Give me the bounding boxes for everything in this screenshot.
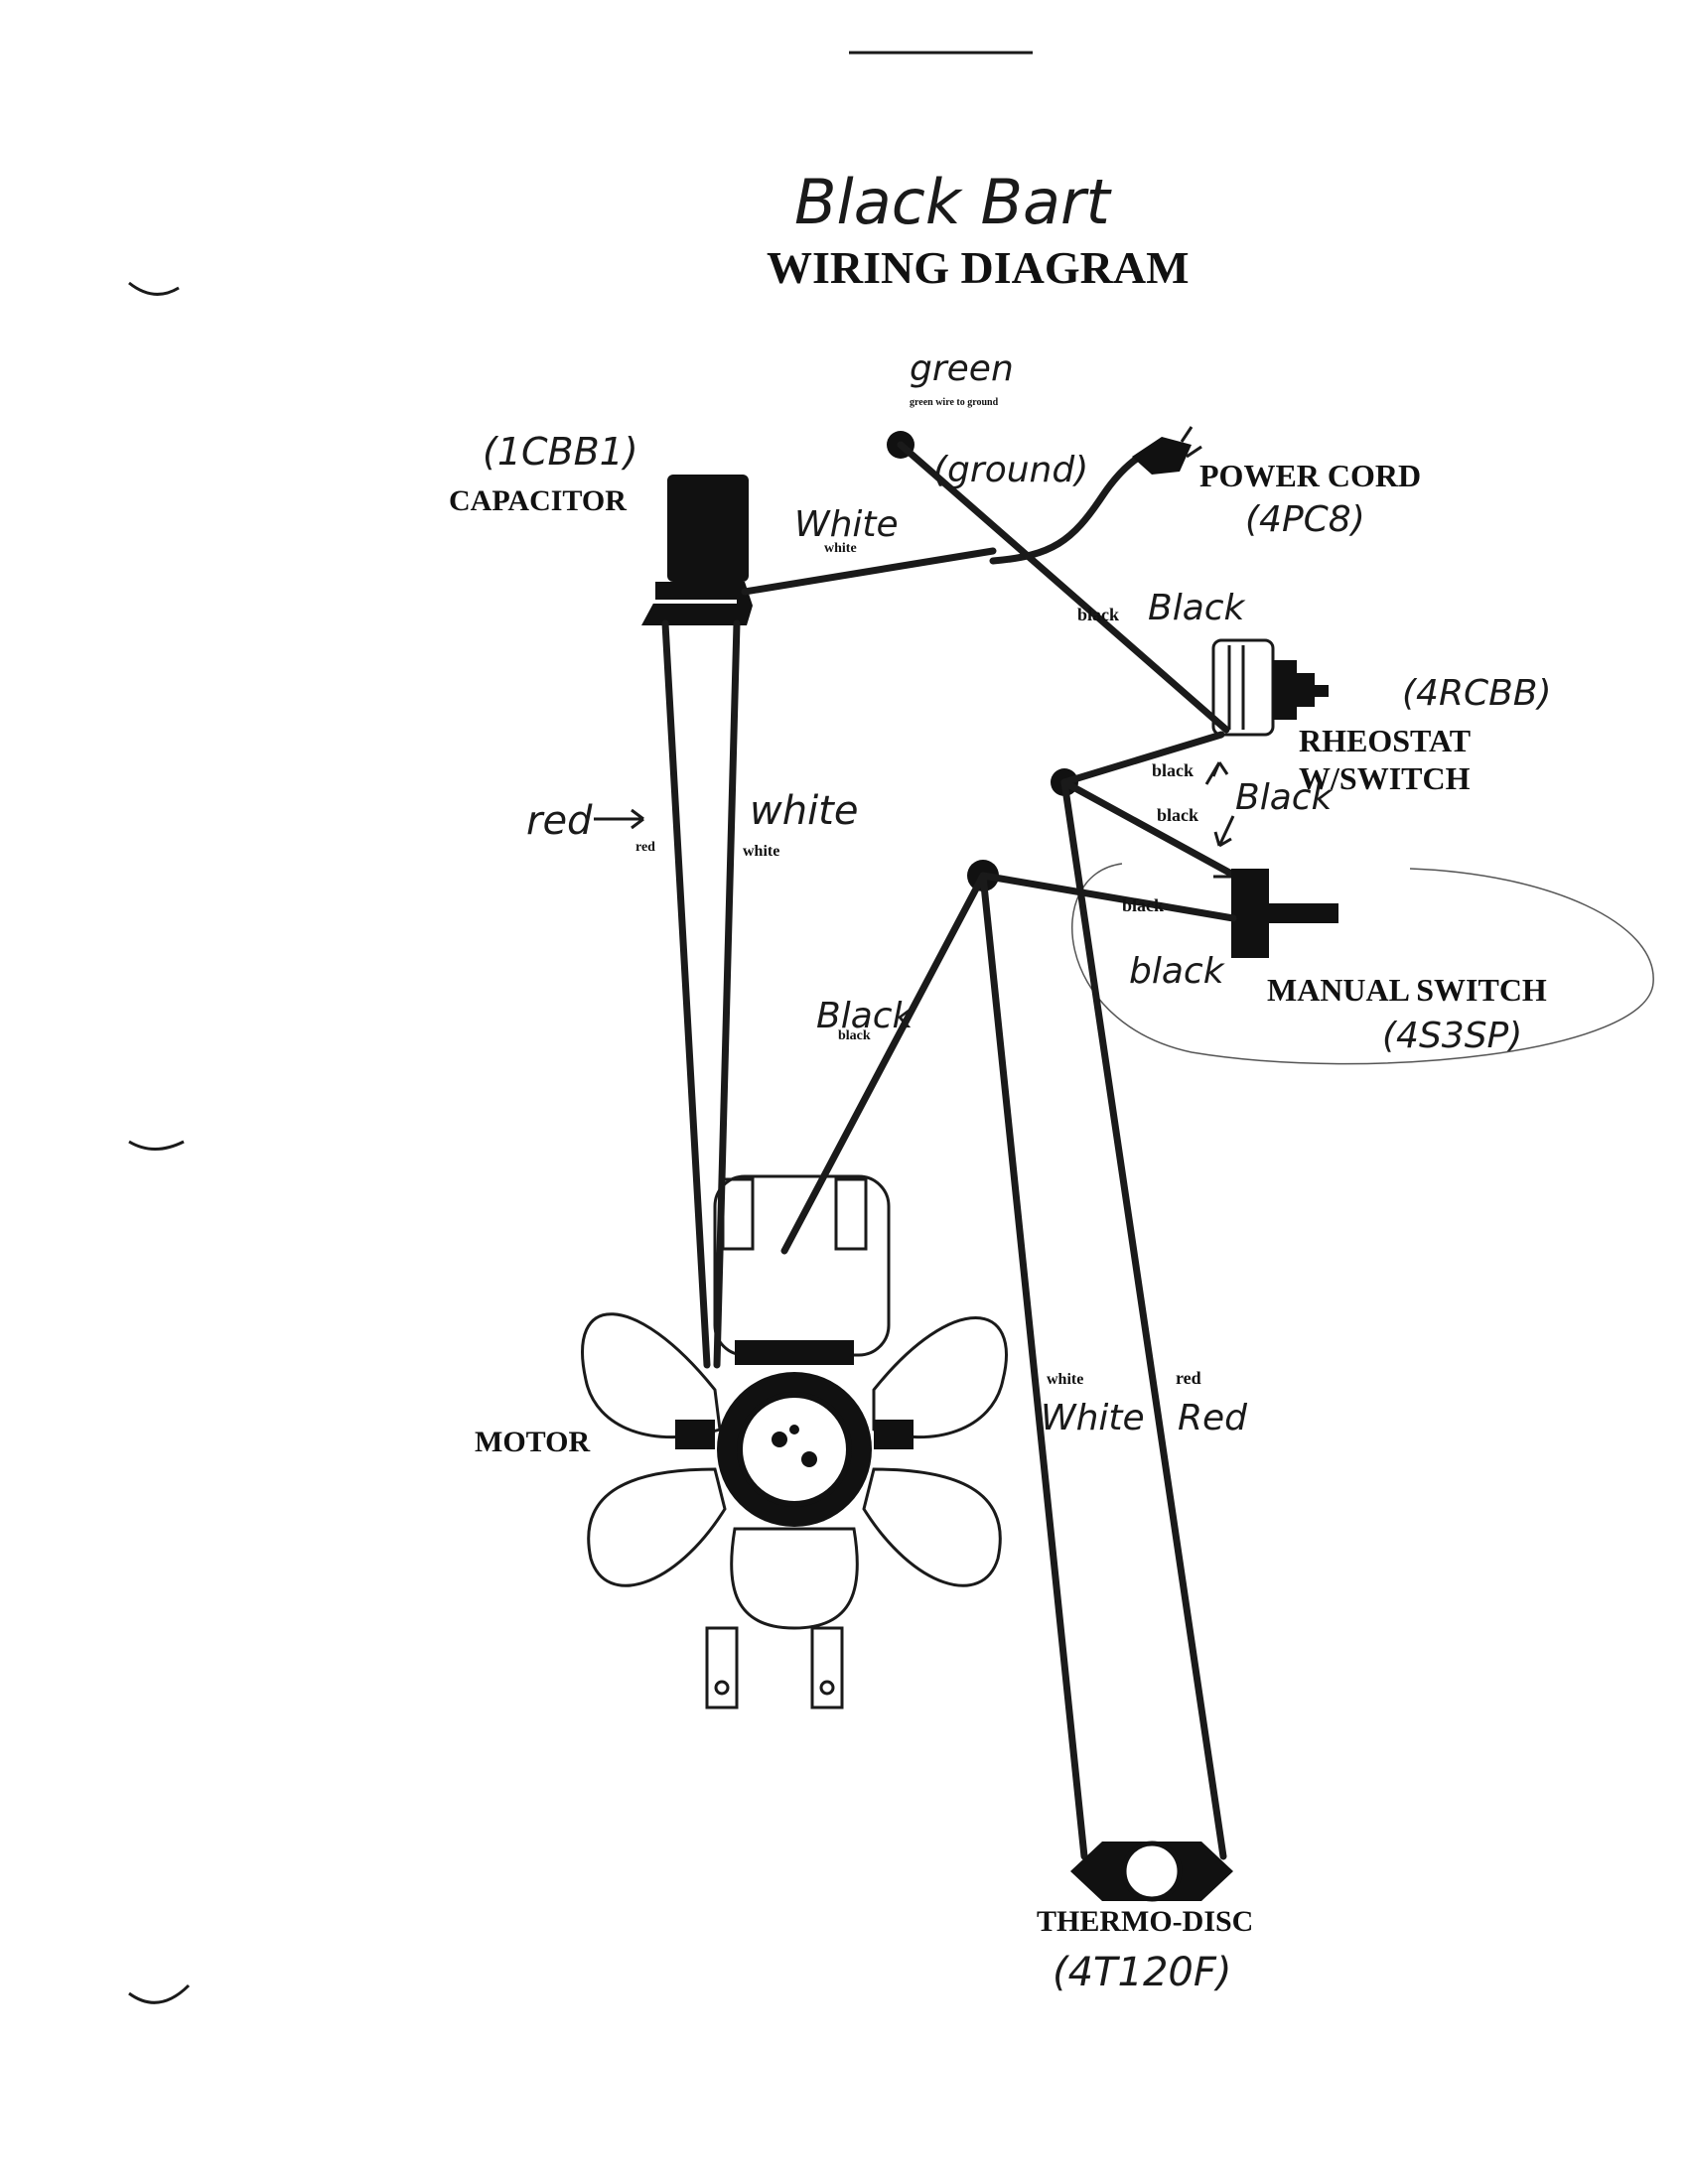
manual-switch xyxy=(1213,869,1338,958)
label-cap-white-print: white xyxy=(824,541,857,556)
power-cord-label: POWER CORD xyxy=(1199,458,1421,493)
thermo-disc xyxy=(1070,1841,1233,1902)
capacitor-part-number: (1CBB1) xyxy=(483,430,638,474)
fan-blade-right-upper xyxy=(872,1316,1008,1439)
label-thermo-red-hand: Red xyxy=(1178,1398,1248,1438)
motor-label: MOTOR xyxy=(475,1426,590,1458)
label-ground-black-hand: Black xyxy=(1148,588,1247,628)
thermo-disc-label: THERMO-DISC xyxy=(1037,1905,1253,1938)
annotation-circle xyxy=(1071,863,1654,1065)
label-motor-white-print: white xyxy=(743,843,779,860)
label-switch-black-print: black xyxy=(1122,895,1164,915)
capacitor-body xyxy=(667,475,749,582)
thermo-disc-part-number: (4T120F) xyxy=(1053,1950,1231,1995)
title-printed: WIRING DIAGRAM xyxy=(767,242,1190,293)
wire-junction-switch xyxy=(1060,778,1235,878)
fan-blade-right-lower xyxy=(862,1467,1002,1587)
label-cap-white-hand: White xyxy=(794,504,899,545)
manual-switch-part-number: (4S3SP) xyxy=(1382,1016,1522,1056)
power-cord-plug xyxy=(1132,437,1192,475)
rheostat-label-line2: W/SWITCH xyxy=(1299,760,1471,796)
label-thermo-white-print: white xyxy=(1047,1371,1083,1388)
power-cord-part-number: (4PC8) xyxy=(1245,499,1365,540)
rheostat-label-line1: RHEOSTAT xyxy=(1299,723,1471,758)
motor xyxy=(581,1174,1008,1709)
wire-junction-manual-switch xyxy=(979,872,1237,922)
label-rheo-black2-print: black xyxy=(1157,805,1198,825)
rheostat-part-number: (4RCBB) xyxy=(1402,673,1552,714)
fan-blade-bottom xyxy=(730,1527,859,1630)
label-switch-black-hand: black xyxy=(1129,951,1226,992)
label-rheo-black-print: black xyxy=(1152,760,1194,780)
label-motor-red-print: red xyxy=(635,840,655,855)
hole-punch-mark-middle xyxy=(128,1140,185,1151)
ground-hand-label: green xyxy=(910,348,1014,389)
wire-motor-red xyxy=(661,619,711,1369)
rheostat xyxy=(1211,638,1329,737)
capacitor-label: CAPACITOR xyxy=(449,484,627,517)
fan-blade-left-upper xyxy=(581,1312,722,1439)
hole-punch-mark-bottom xyxy=(128,1983,191,2004)
label-motor-black-hand: Black xyxy=(816,996,915,1036)
capacitor xyxy=(641,475,753,625)
wire-capacitor-white xyxy=(741,547,997,596)
title-handwritten: Black Bart xyxy=(794,166,1112,238)
fan-blade-left-lower xyxy=(587,1467,727,1587)
manual-switch-label: MANUAL SWITCH xyxy=(1267,972,1547,1008)
power-cord xyxy=(989,426,1202,565)
wire-motor-black xyxy=(780,872,987,1255)
wire-motor-white xyxy=(713,619,741,1369)
ground-printed-note: green wire to ground xyxy=(910,397,999,408)
label-thermo-red-print: red xyxy=(1176,1368,1201,1388)
label-rheo-black2-hand: Black xyxy=(1235,777,1335,818)
label-motor-red-hand: red xyxy=(526,798,593,844)
ground-paren-label: (ground) xyxy=(933,450,1088,490)
hole-punch-mark-top xyxy=(128,281,180,296)
wire-thermo-red xyxy=(1060,778,1227,1860)
label-motor-white-hand: white xyxy=(750,788,858,834)
label-thermo-white-hand: White xyxy=(1041,1398,1145,1438)
label-ground-black-print: black xyxy=(1077,605,1119,624)
wire-junction-rheostat xyxy=(1060,731,1225,786)
label-motor-black-print: black xyxy=(838,1028,871,1043)
wire-thermo-white xyxy=(979,872,1088,1860)
wire-ground-black xyxy=(897,441,1230,734)
